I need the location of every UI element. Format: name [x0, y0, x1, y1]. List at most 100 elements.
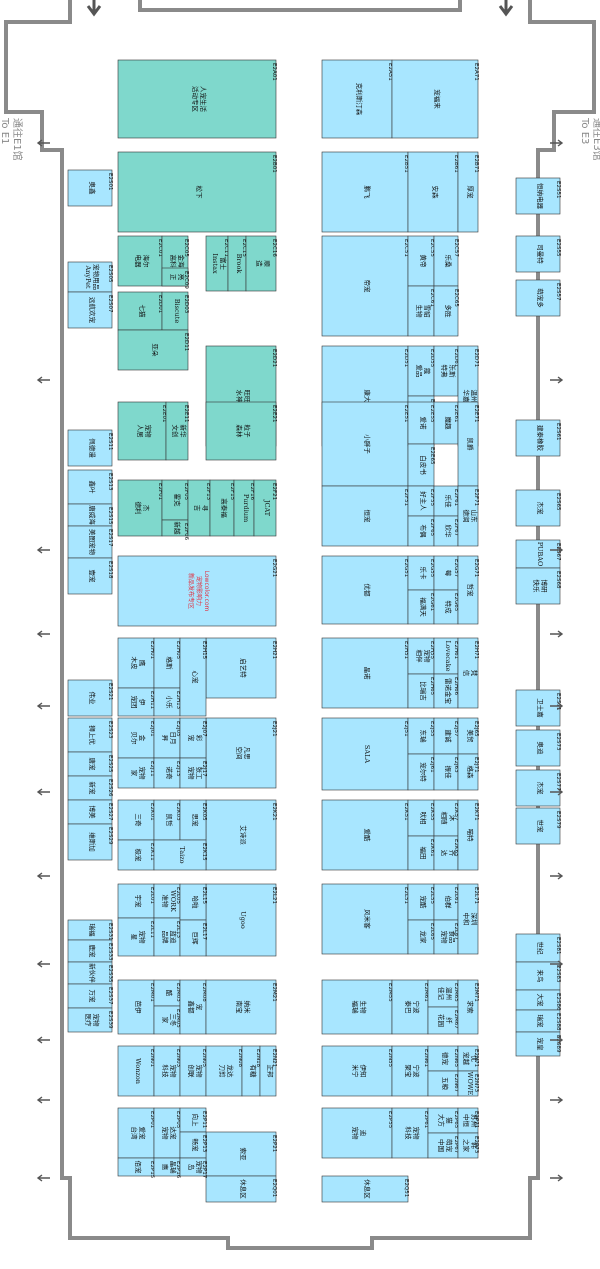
exit-e3-label[interactable]: 通往E3馆 To E3 — [579, 117, 600, 161]
exit-e1-label[interactable]: 通往E1馆 To E1 — [0, 117, 24, 161]
